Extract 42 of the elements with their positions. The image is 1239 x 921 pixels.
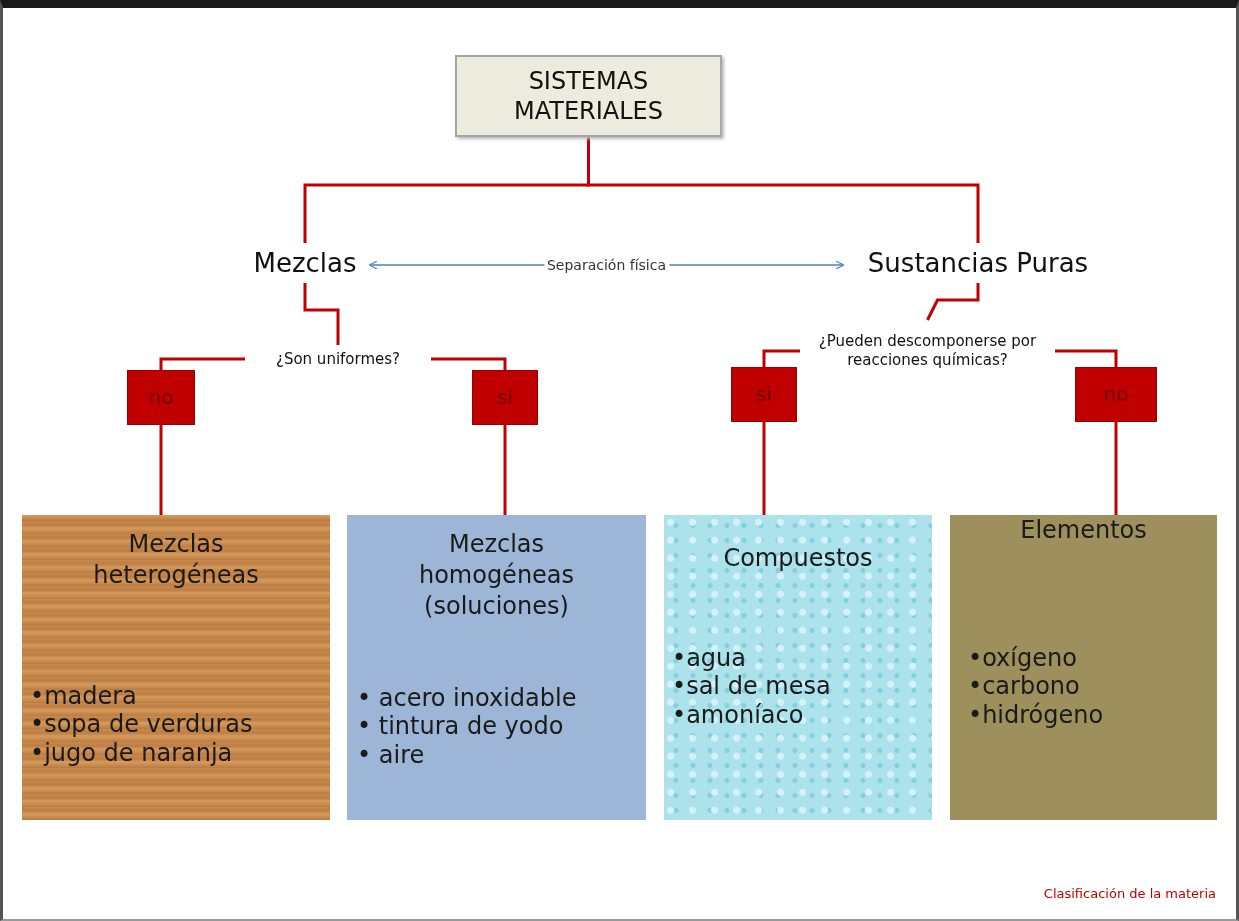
connector-line [431, 357, 507, 370]
list-item: •oxígeno [968, 643, 1078, 673]
panel-heading: Mezclas heterogéneas [92, 529, 260, 592]
list-item: •amoníaco [672, 701, 805, 730]
connector-line [1114, 422, 1118, 515]
category-panel [347, 515, 646, 820]
answer-flag: no [1075, 367, 1157, 422]
connector-line [503, 425, 507, 515]
category-panel [664, 515, 932, 820]
panel-heading: Elementos [1020, 515, 1147, 546]
list-item: •jugo de naranja [30, 739, 234, 768]
connector-line [303, 283, 340, 345]
category-panel [22, 515, 330, 820]
node-text: ¿Pueden descomponerse por reacciones químicas? [817, 332, 1038, 370]
panel-heading: Mezclas homogéneas (soluciones) [417, 529, 576, 623]
footer-note: Clasificación de la materia [1043, 886, 1216, 901]
list-item: • acero inoxidable [357, 683, 578, 713]
list-item: • aire [357, 741, 426, 770]
node-text: Mezclas [253, 246, 357, 280]
node-text: ¿Son uniformes? [275, 349, 401, 369]
list-item: •madera [30, 681, 138, 711]
node-text: Sustancias Puras [867, 246, 1089, 280]
list-item: •hidrógeno [968, 701, 1105, 730]
title-box: SISTEMAS MATERIALES [455, 55, 722, 137]
answer-flag: si [472, 370, 538, 425]
list-item: • tintura de yodo [357, 712, 565, 742]
list-item: •sopa de verduras [30, 710, 254, 740]
list-item: •sal de mesa [672, 672, 832, 702]
answer-flag: no [127, 370, 195, 425]
connector-line [926, 283, 980, 321]
connector-line [762, 349, 800, 367]
edge-label: Separación física [543, 257, 670, 273]
connector-line [1055, 349, 1118, 367]
connector-line [587, 137, 980, 243]
list-item: •agua [672, 643, 747, 673]
connector-line [762, 422, 766, 515]
panel-heading: Compuestos [723, 543, 873, 574]
category-panel [950, 515, 1217, 820]
list-item: •carbono [968, 672, 1081, 702]
connector-line [159, 425, 163, 515]
connector-line [159, 357, 245, 370]
answer-flag: si [731, 367, 797, 422]
